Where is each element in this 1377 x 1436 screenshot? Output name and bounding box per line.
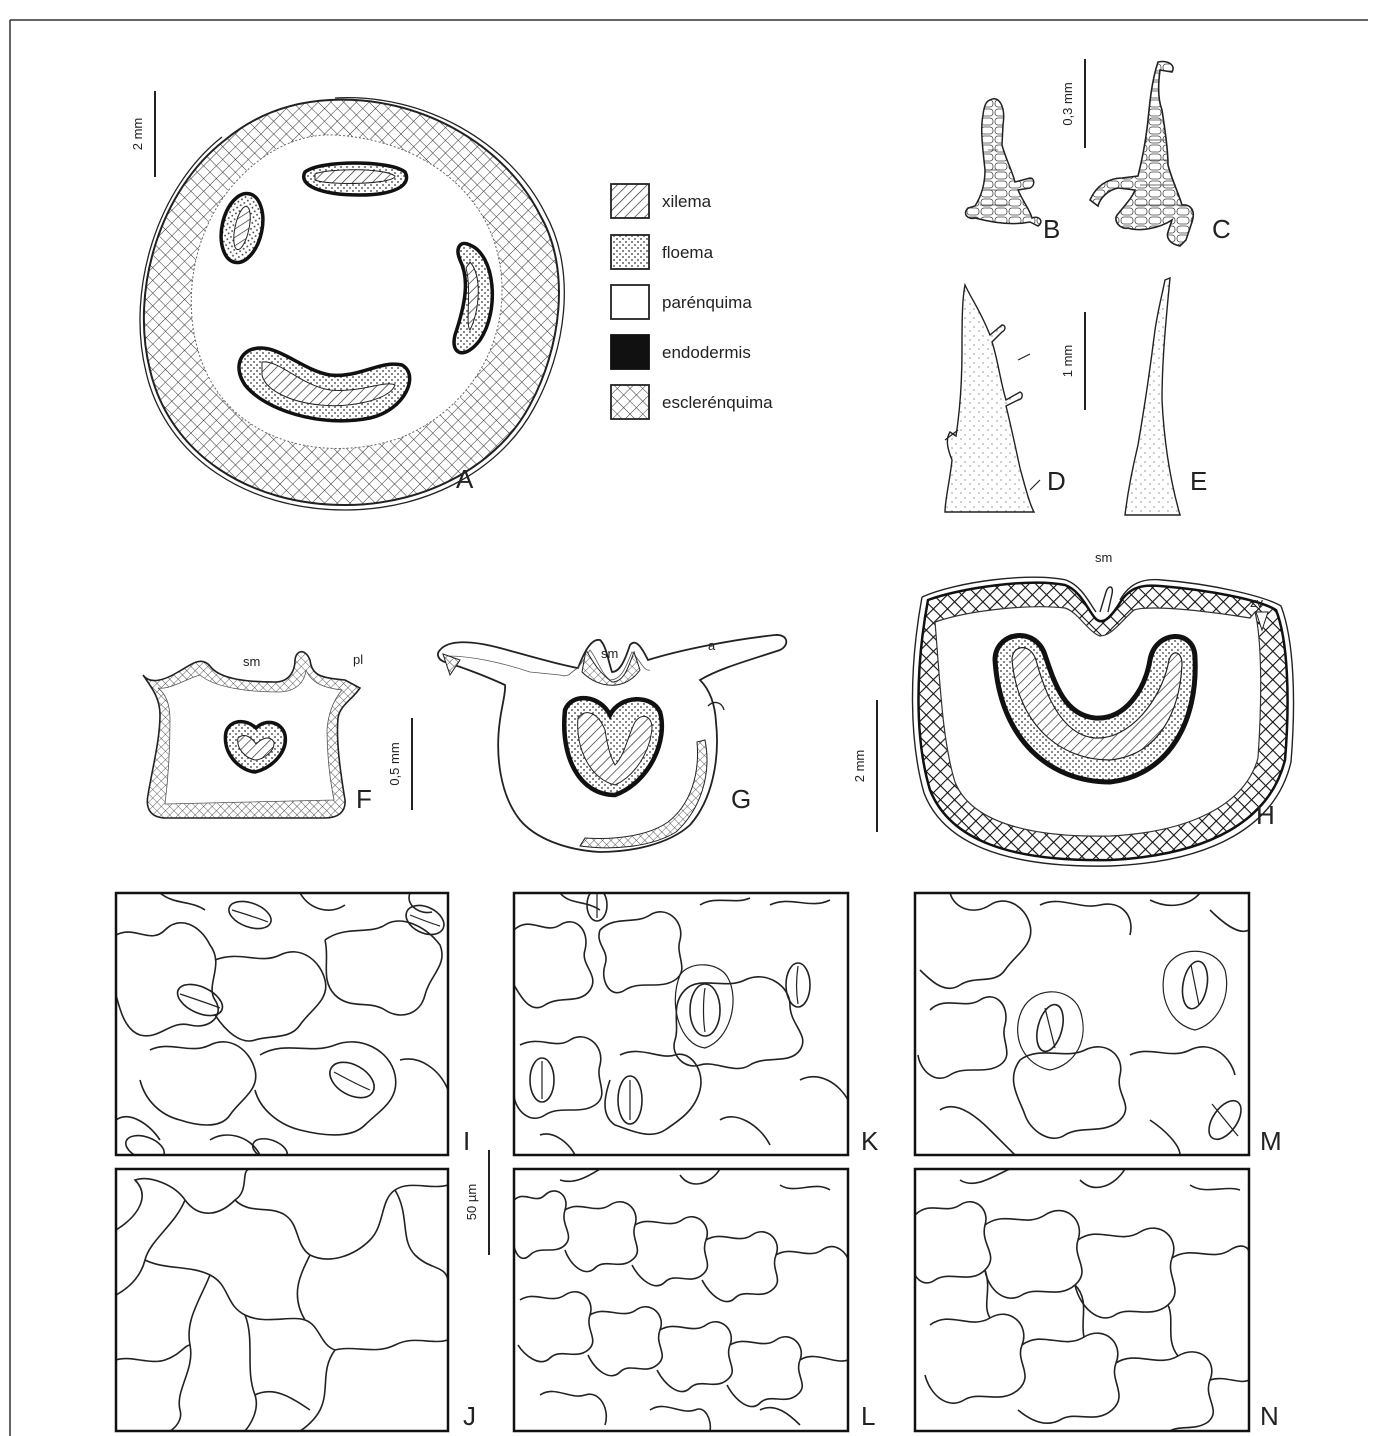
tissue-legend: xilema floema parénquima endodermis escl…	[611, 184, 773, 419]
scale-bar-fg-label: 0,5 mm	[387, 742, 402, 785]
scale-bar-de-label: 1 mm	[1060, 345, 1075, 378]
legend-label-esclerenquima: esclerénquima	[662, 393, 773, 412]
legend-label-parenquima: parénquima	[662, 293, 752, 312]
bundle-top	[304, 163, 407, 195]
legend-swatch-xilema	[611, 184, 649, 218]
panel-e-leaf-apex	[1125, 278, 1180, 515]
scale-bar-in-label: 50 µm	[464, 1184, 479, 1220]
panel-h-zv-label: zv	[1250, 595, 1264, 610]
panel-f-pl-label: pl	[353, 652, 363, 667]
panel-n-epidermis	[915, 1169, 1249, 1431]
panel-e-label: E	[1190, 466, 1207, 496]
panel-b-label: B	[1043, 214, 1060, 244]
legend-swatch-endodermis	[611, 335, 649, 369]
panel-d-leaf-apex	[945, 285, 1040, 512]
panel-h-sm-label: sm	[1095, 550, 1112, 565]
panel-g-sm-label: sm	[601, 646, 618, 661]
legend-swatch-floema	[611, 235, 649, 269]
scale-bar-bc-label: 0,3 mm	[1060, 82, 1075, 125]
panel-n-frame	[915, 1169, 1249, 1431]
panel-a-stem-section	[140, 98, 564, 510]
legend-swatch-esclerenquima	[611, 385, 649, 419]
panel-c-label: C	[1212, 214, 1231, 244]
panel-j-label: J	[463, 1401, 476, 1431]
legend-label-endodermis: endodermis	[662, 343, 751, 362]
panel-i-epidermis	[116, 893, 449, 1166]
panel-l-label: L	[861, 1401, 875, 1431]
panel-k-label: K	[861, 1126, 879, 1156]
panel-c-trichome	[1090, 62, 1193, 246]
panel-m-label: M	[1260, 1126, 1282, 1156]
panel-m-epidermis	[915, 893, 1249, 1155]
panel-g-a-label: a	[708, 638, 716, 653]
panel-i-label: I	[463, 1126, 470, 1156]
panel-a-label: A	[456, 464, 474, 494]
legend-label-xilema: xilema	[662, 192, 712, 211]
scale-bar-h-label: 2 mm	[852, 750, 867, 783]
panel-i-frame	[116, 893, 448, 1155]
legend-swatch-parenquima	[611, 285, 649, 319]
panel-f-leaf-section	[143, 652, 360, 818]
panel-n-label: N	[1260, 1401, 1279, 1431]
panel-j-frame	[116, 1169, 448, 1431]
panel-l-epidermis	[514, 1169, 848, 1431]
panel-f-label: F	[356, 784, 372, 814]
panel-b-trichome	[966, 99, 1041, 226]
panel-h-label: H	[1256, 800, 1275, 830]
panel-d-label: D	[1047, 466, 1066, 496]
panel-k-epidermis	[514, 889, 848, 1155]
panel-f-sm-label: sm	[243, 654, 260, 669]
legend-label-floema: floema	[662, 243, 714, 262]
stomata-k	[530, 889, 810, 1124]
panel-j-epidermis	[116, 1169, 448, 1431]
scale-bar-a-label: 2 mm	[130, 118, 145, 151]
panel-g-leaf-section	[438, 635, 786, 852]
panel-g-label: G	[731, 784, 751, 814]
panel-h-leaf-section	[912, 577, 1293, 866]
panel-m-frame	[915, 893, 1249, 1155]
